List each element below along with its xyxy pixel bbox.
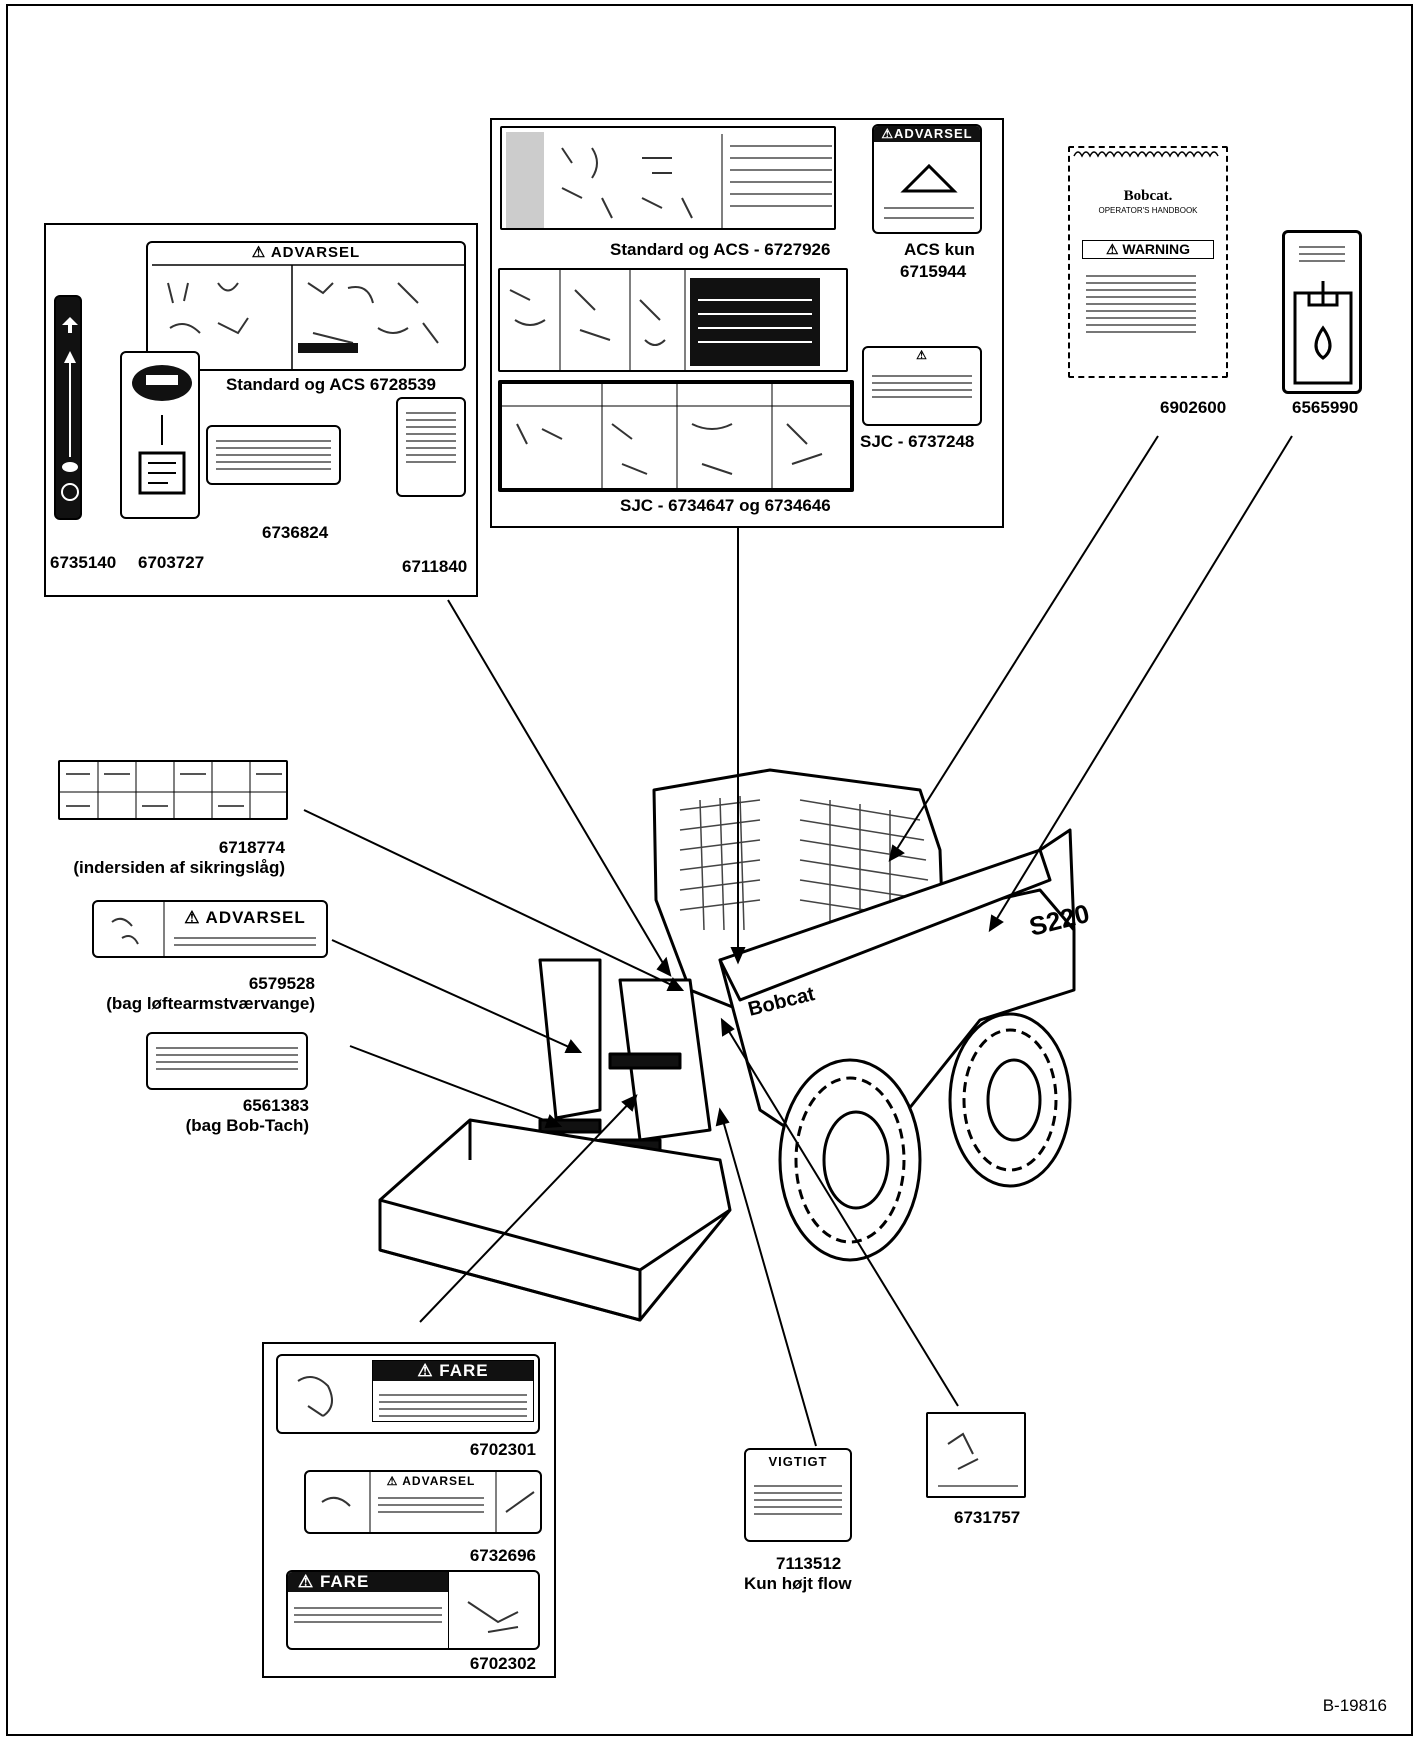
decal-title: VIGTIGT <box>768 1454 828 1469</box>
decal-6736824 <box>206 425 341 485</box>
pictogram-art <box>111 902 165 956</box>
caption-6728539: Standard og ACS 6728539 <box>225 375 436 394</box>
label-6561383-b: (bag Bob-Tach) <box>185 1116 309 1135</box>
figure-reference: B-19816 <box>1322 1696 1387 1715</box>
label-6715944-b: 6715944 <box>900 262 967 281</box>
decal-6902600-manual: Bobcat. OPERATOR'S HANDBOOK ⚠ WARNING <box>1068 146 1228 378</box>
decal-6702301: ⚠ FARE <box>276 1354 540 1434</box>
label-6565990: 6565990 <box>1292 398 1359 417</box>
decal-6737248: ⚠ <box>862 346 982 426</box>
label-6902600: 6902600 <box>1160 398 1227 417</box>
decal-group-bottom: ⚠ FARE 6702301 ⚠ ADVARSEL 6732696 ⚠ FARE… <box>262 1342 556 1678</box>
label-6735140: 6735140 <box>50 553 117 572</box>
pictogram-art <box>509 270 820 370</box>
decal-title: ⚠ADVARSEL <box>874 126 980 142</box>
decal-6727926 <box>500 126 836 230</box>
pictogram-art <box>321 1472 535 1532</box>
decal-6734647-6734646 <box>498 380 854 492</box>
pictogram-art <box>132 365 192 495</box>
decal-7113512: VIGTIGT <box>744 1448 852 1542</box>
label-6737248: SJC - 6737248 <box>860 432 975 451</box>
label-6702302: 6702302 <box>469 1654 536 1673</box>
pictogram-art <box>506 132 832 228</box>
decal-6731757 <box>926 1412 1026 1498</box>
fare-panel: ⚠ FARE <box>372 1360 534 1422</box>
pictogram-art <box>938 1432 1018 1487</box>
pictogram-art <box>502 384 850 488</box>
fare-panel: ⚠ FARE <box>288 1572 449 1648</box>
decal-title: ⚠ FARE <box>288 1572 448 1592</box>
label-6579528-a: 6579528 <box>248 974 315 993</box>
decal-group-left: ⚠ ADVARSEL Standard og ACS 6728539 <box>44 223 478 597</box>
decal-6561383 <box>146 1032 308 1090</box>
label-6731757: 6731757 <box>954 1508 1021 1527</box>
label-6561383-a: 6561383 <box>242 1096 309 1115</box>
decal-6732696: ⚠ ADVARSEL <box>304 1470 542 1534</box>
arrow-up-icon <box>61 317 79 501</box>
label-6711840: 6711840 <box>402 557 468 576</box>
label-7113512-a: 7113512 <box>776 1554 842 1573</box>
decal-6718774 <box>58 760 288 820</box>
decal-title: ⚠ <box>916 348 928 362</box>
label-6732696: 6732696 <box>469 1546 536 1565</box>
decal-title: ⚠ ADVARSEL <box>251 244 361 261</box>
figure-frame <box>6 4 1413 1736</box>
spiral-binding <box>1073 151 1219 158</box>
decal-6711840 <box>396 397 466 497</box>
decal-title: ⚠ ADVARSEL <box>184 908 306 927</box>
decal-6703727 <box>120 351 200 519</box>
decal-group-top: ⚠ADVARSEL Standard og ACS - 6727926 ACS … <box>490 118 1004 528</box>
decal-title: ⚠ ADVARSEL <box>386 1474 476 1488</box>
decal-6579528: ⚠ ADVARSEL <box>92 900 328 958</box>
manual-warning: ⚠ WARNING <box>1082 240 1214 259</box>
label-6579528-b: (bag løftearmstværvange) <box>106 994 315 1013</box>
pictogram-art <box>297 1376 333 1417</box>
label-6718774-b: (indersiden af sikringslåg) <box>73 858 285 877</box>
label-sjc-pair: SJC - 6734647 og 6734646 <box>620 496 831 515</box>
label-7113512-b: Kun højt flow <box>744 1574 852 1593</box>
manual-brand: Bobcat. <box>1123 188 1173 204</box>
pictogram-art <box>467 1601 519 1633</box>
label-6718774-a: 6718774 <box>218 838 285 857</box>
label-6736824: 6736824 <box>262 523 329 542</box>
hydraulic-oil-icon <box>1293 281 1353 385</box>
decal-title: ⚠ FARE <box>373 1361 533 1381</box>
label-6715944-a: ACS kun <box>904 240 975 259</box>
decal-sjc-upper <box>498 268 848 372</box>
pictogram-art <box>884 163 974 219</box>
decal-6702302: ⚠ FARE <box>286 1570 540 1650</box>
manual-subtitle: OPERATOR'S HANDBOOK <box>1098 206 1198 215</box>
decal-6735140 <box>54 295 82 520</box>
decal-6565990 <box>1282 230 1362 394</box>
label-6727926: Standard og ACS - 6727926 <box>610 240 831 259</box>
label-6703727: 6703727 <box>138 553 205 572</box>
decal-6715944: ⚠ADVARSEL <box>872 124 982 234</box>
pictogram-art <box>152 264 464 369</box>
label-6702301: 6702301 <box>469 1440 536 1459</box>
fuse-chart <box>60 762 286 818</box>
decal-6728539: ⚠ ADVARSEL <box>146 241 466 371</box>
